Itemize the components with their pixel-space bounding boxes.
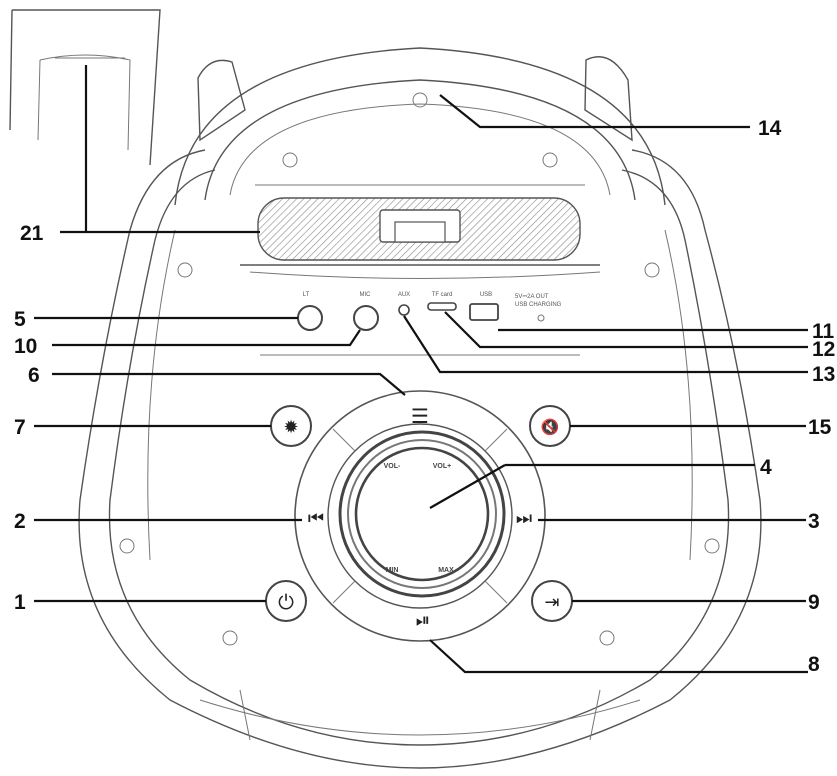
screw — [599, 630, 615, 646]
screw — [704, 538, 720, 554]
max-label: MAX — [438, 567, 454, 574]
tf-card-slot[interactable] — [427, 302, 457, 311]
usb-label: USB — [480, 292, 492, 298]
light-button[interactable]: ✹ — [270, 405, 312, 447]
mic-label: MIC — [360, 292, 372, 298]
usb-note-icon — [537, 314, 545, 322]
mute-button[interactable]: 🔇 — [529, 405, 571, 447]
mute-icon: 🔇 — [541, 418, 560, 436]
screw — [177, 262, 193, 278]
port-panel: LT MIC AUX TF card USB 5V⎓2A OUT USB CHA… — [249, 271, 601, 356]
callout-15: 15 — [808, 416, 832, 439]
side-handle-posts — [197, 56, 633, 142]
usb-note-2: USB CHARGING — [515, 302, 562, 308]
next-icon[interactable]: ⏭ — [516, 508, 532, 529]
tf-label: TF card — [432, 292, 453, 298]
leader-13 — [403, 315, 808, 374]
screw — [542, 152, 558, 168]
leader-12 — [444, 311, 808, 349]
input-icon: ⇥ — [544, 592, 559, 613]
screw — [282, 152, 298, 168]
play-pause-icon[interactable]: ⏯ — [416, 610, 430, 631]
lt-jack[interactable] — [297, 305, 323, 331]
mic-jack[interactable] — [353, 305, 379, 331]
aux-jack[interactable] — [398, 304, 410, 316]
min-label: MIN — [386, 567, 399, 574]
leader-4 — [429, 464, 506, 509]
screw — [412, 92, 428, 108]
callout-5: 5 — [14, 308, 26, 331]
leader-10 — [52, 329, 361, 347]
callout-1: 1 — [14, 591, 26, 614]
volume-knob[interactable]: VOL- VOL+ MIN MAX — [338, 430, 506, 598]
callout-6: 6 — [28, 364, 40, 387]
callout-11: 11 — [812, 320, 835, 343]
callout-21: 21 — [20, 222, 44, 245]
vol-plus-label: VOL+ — [433, 463, 451, 470]
callout-10: 10 — [14, 335, 37, 358]
leader-6 — [52, 372, 406, 396]
callout-13: 13 — [812, 363, 835, 386]
lt-label: LT — [303, 292, 310, 298]
leader-lines — [34, 65, 808, 674]
callout-14: 14 — [758, 117, 782, 140]
callout-numbers: 14 21 5 10 11 12 13 6 7 15 4 2 3 1 9 8 — [14, 117, 835, 676]
callout-4: 4 — [760, 456, 772, 479]
vol-minus-label: VOL- — [384, 463, 401, 470]
input-button[interactable]: ⇥ — [531, 580, 573, 622]
callout-8: 8 — [808, 653, 820, 676]
screw — [644, 262, 660, 278]
menu-icon[interactable]: ☰ — [411, 404, 429, 428]
power-button[interactable]: ⏻ — [265, 580, 307, 622]
speaker-body — [78, 149, 762, 769]
handle-grip — [240, 197, 600, 266]
callout-9: 9 — [808, 591, 820, 614]
usb-note-1: 5V⎓2A OUT — [515, 294, 549, 300]
callout-3: 3 — [808, 510, 820, 533]
aux-label: AUX — [398, 292, 410, 298]
callout-7: 7 — [14, 416, 26, 439]
callout-2: 2 — [14, 510, 26, 533]
light-icon: ✹ — [283, 417, 298, 438]
screw — [222, 630, 238, 646]
telescopic-handle-detail — [9, 9, 161, 166]
usb-port[interactable] — [469, 303, 499, 321]
screw — [119, 538, 135, 554]
leader-8 — [429, 639, 808, 674]
prev-icon[interactable]: ⏮ — [308, 508, 324, 529]
leader-21 — [60, 65, 260, 234]
leader-14 — [439, 94, 750, 129]
callout-12: 12 — [812, 338, 835, 361]
power-icon: ⏻ — [278, 590, 294, 614]
